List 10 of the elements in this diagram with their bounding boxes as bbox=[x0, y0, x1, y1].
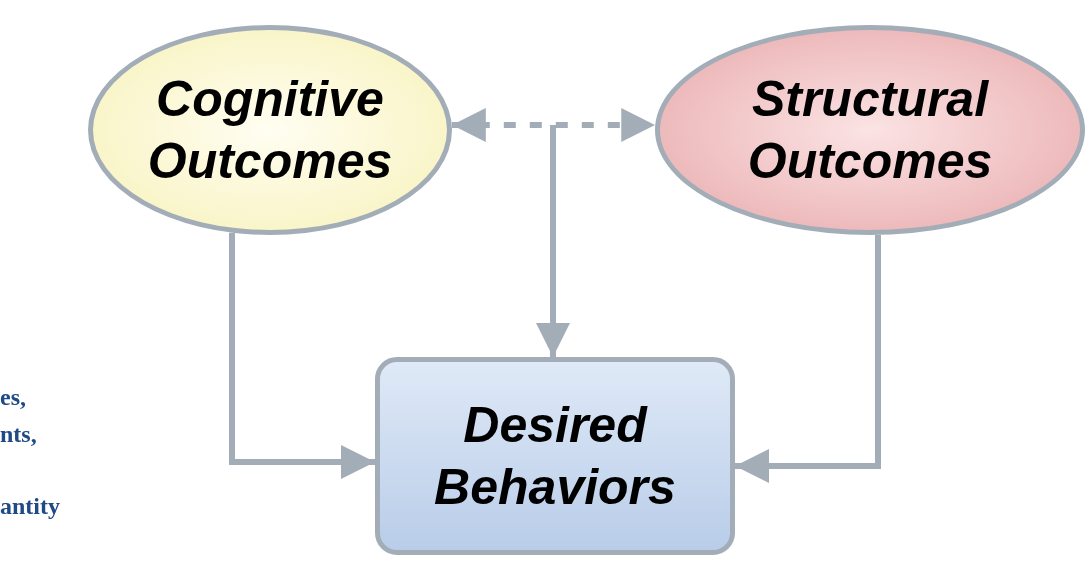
dotted-arrow bbox=[451, 108, 656, 142]
process-box bbox=[375, 357, 735, 555]
text-fragment: antity bbox=[0, 492, 60, 520]
text-fragment: nts, bbox=[0, 420, 37, 448]
text-fragment: es, bbox=[0, 383, 26, 411]
node-label: Cognitive Outcomes bbox=[146, 70, 394, 191]
node-label: Structural Outcomes bbox=[746, 70, 994, 191]
arrow bbox=[735, 234, 881, 483]
node-label: Desired Behaviors bbox=[433, 396, 677, 517]
arrow bbox=[536, 125, 570, 357]
